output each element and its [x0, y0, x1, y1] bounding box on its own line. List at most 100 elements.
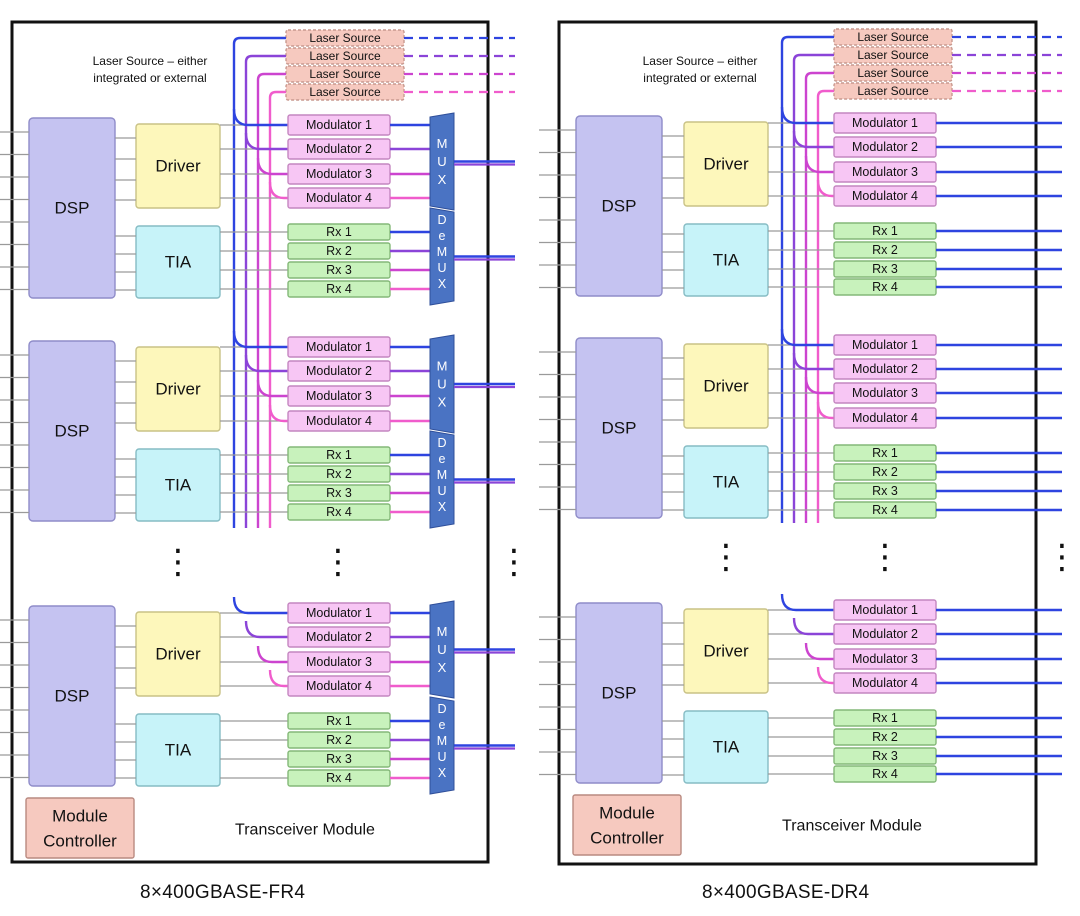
laser-feed-line	[780, 328, 834, 347]
demux-letter: U	[437, 750, 446, 764]
tia-block	[135, 713, 221, 787]
laser-bus-line	[780, 35, 834, 523]
laser-feed-line	[780, 593, 834, 612]
modulator-label: Modulator 1	[306, 606, 372, 620]
mux-letter: X	[438, 395, 447, 410]
vertical-ellipsis: ⋮	[709, 538, 743, 576]
laser-feed-line	[232, 108, 288, 127]
laser-feed-line	[804, 155, 834, 174]
rx-label: Rx 2	[872, 730, 898, 744]
laser-source-label: Laser Source	[857, 66, 929, 80]
demux-block	[429, 430, 455, 529]
modulator-label: Modulator 3	[852, 386, 918, 400]
vertical-ellipsis: ⋮	[497, 543, 531, 581]
tia-block	[683, 223, 769, 297]
laser-source-label: Laser Source	[857, 48, 929, 62]
modulator-label: Modulator 3	[306, 389, 372, 403]
rx-label: Rx 1	[872, 224, 898, 238]
transceiver-module-label: Transceiver Module	[782, 818, 922, 835]
rx-label: Rx 2	[872, 465, 898, 479]
demux-block	[429, 696, 455, 795]
rx-label: Rx 3	[326, 752, 352, 766]
rx-label: Rx 3	[326, 486, 352, 500]
laser-feed-line	[792, 130, 834, 149]
demux-letter: D	[437, 436, 446, 450]
tia-label: TIA	[713, 251, 740, 270]
modulator-label: Modulator 3	[852, 652, 918, 666]
laser-bus-line	[232, 36, 286, 528]
demux-letter: U	[437, 261, 446, 275]
laser-feed-line	[816, 179, 834, 198]
module-controller-label: Controller	[43, 832, 117, 851]
dsp-block	[575, 115, 663, 297]
demux-letter: e	[439, 718, 446, 732]
mux-block	[429, 334, 455, 434]
vertical-ellipsis: ⋮	[161, 543, 195, 581]
laser-feed-line	[256, 645, 288, 664]
modulator-label: Modulator 4	[852, 411, 918, 425]
rx-label: Rx 1	[872, 711, 898, 725]
tia-block	[135, 225, 221, 299]
laser-source-note: integrated or external	[93, 71, 206, 85]
driver-label: Driver	[703, 377, 749, 396]
tia-label: TIA	[713, 473, 740, 492]
laser-feed-line	[792, 617, 834, 636]
driver-block	[683, 343, 769, 429]
dsp-label: DSP	[602, 197, 637, 216]
tia-block	[683, 445, 769, 519]
demux-block	[429, 207, 455, 306]
modulator-label: Modulator 4	[306, 414, 372, 428]
driver-block	[135, 346, 221, 432]
dsp-block	[575, 337, 663, 519]
modulator-label: Modulator 1	[852, 116, 918, 130]
dsp-label: DSP	[55, 199, 90, 218]
laser-feed-line	[256, 157, 288, 176]
rx-label: Rx 1	[872, 446, 898, 460]
modulator-label: Modulator 1	[852, 603, 918, 617]
mux-letter: U	[437, 642, 446, 657]
laser-source-label: Laser Source	[309, 85, 381, 99]
rx-label: Rx 4	[326, 282, 352, 296]
dsp-block	[575, 602, 663, 784]
laser-feed-line	[804, 642, 834, 661]
driver-block	[683, 121, 769, 207]
laser-source-label: Laser Source	[309, 49, 381, 63]
driver-label: Driver	[155, 645, 201, 664]
laser-bus-line	[804, 71, 834, 523]
vertical-ellipsis: ⋮	[1045, 538, 1079, 576]
tia-label: TIA	[165, 253, 192, 272]
rx-label: Rx 2	[872, 243, 898, 257]
demux-letter: e	[439, 452, 446, 466]
tia-label: TIA	[165, 741, 192, 760]
modulator-label: Modulator 4	[306, 679, 372, 693]
demux-letter: e	[439, 229, 446, 243]
laser-feed-line	[268, 669, 288, 688]
mux-block	[429, 600, 455, 699]
rx-label: Rx 2	[326, 244, 352, 258]
laser-feed-line	[792, 352, 834, 371]
mux-letter: U	[437, 154, 446, 169]
laser-bus-line	[268, 90, 286, 528]
rx-label: Rx 3	[326, 263, 352, 277]
laser-feed-line	[244, 620, 288, 639]
laser-bus-line	[256, 72, 286, 528]
mux-letter: X	[438, 660, 447, 675]
module-controller-box	[572, 794, 682, 856]
modulator-label: Modulator 3	[306, 655, 372, 669]
rx-label: Rx 4	[872, 503, 898, 517]
tia-block	[683, 710, 769, 784]
laser-source-label: Laser Source	[309, 31, 381, 45]
dsp-label: DSP	[602, 419, 637, 438]
driver-label: Driver	[155, 157, 201, 176]
dsp-label: DSP	[55, 422, 90, 441]
laser-bus-line	[792, 53, 834, 523]
modulator-label: Modulator 1	[306, 118, 372, 132]
modulator-label: Modulator 3	[852, 165, 918, 179]
rx-label: Rx 2	[326, 467, 352, 481]
driver-label: Driver	[155, 380, 201, 399]
rx-label: Rx 2	[326, 733, 352, 747]
laser-feed-line	[232, 330, 288, 349]
dsp-label: DSP	[602, 684, 637, 703]
rx-label: Rx 3	[872, 749, 898, 763]
